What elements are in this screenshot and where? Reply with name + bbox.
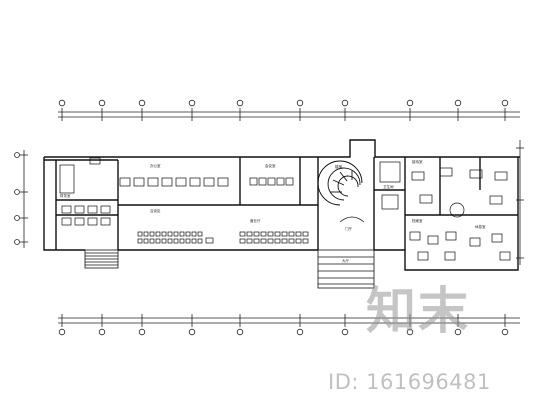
room-label: 办公室 bbox=[150, 163, 161, 168]
entrance-steps bbox=[84, 249, 375, 289]
spiral-stair bbox=[317, 160, 363, 206]
room-label: 营业厅 bbox=[250, 218, 261, 223]
room-label: 楼梯 bbox=[335, 164, 343, 169]
room-label: 休息室 bbox=[475, 224, 486, 229]
room-label: 接待室 bbox=[412, 159, 423, 164]
grid-axis-ticks bbox=[20, 108, 524, 327]
building-outline bbox=[43, 139, 520, 271]
room-label: 卫生间 bbox=[383, 184, 394, 189]
grid-axis-bubbles bbox=[14, 99, 509, 336]
room-label: 洽谈区 bbox=[150, 208, 161, 213]
room-label: 会议室 bbox=[265, 163, 276, 168]
room-label: 门厅 bbox=[345, 226, 353, 231]
furniture bbox=[59, 157, 511, 261]
watermark-id: ID: 161696481 bbox=[328, 370, 491, 394]
watermark-logo: 知末 bbox=[366, 281, 470, 340]
dimension-lines bbox=[23, 111, 521, 324]
room-label: 大厅 bbox=[342, 258, 350, 263]
room-label: 财务室 bbox=[60, 193, 71, 198]
room-label: 档案室 bbox=[412, 218, 423, 223]
